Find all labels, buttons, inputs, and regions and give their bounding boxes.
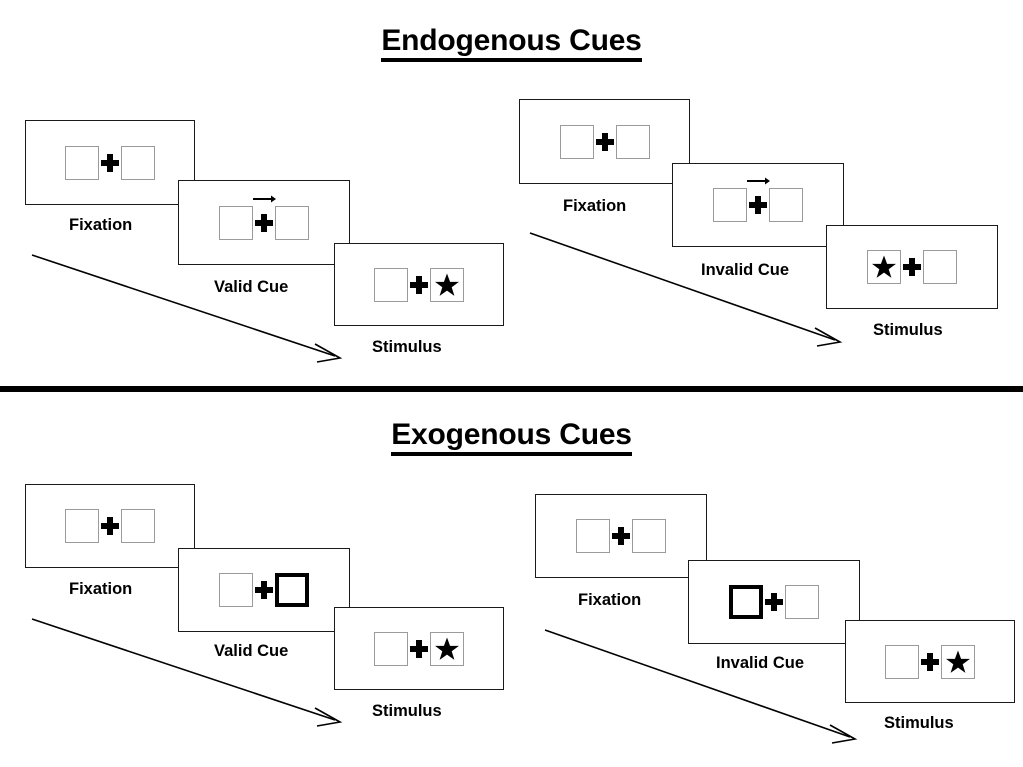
frame-exogenous-valid-fixation [25,484,195,568]
frame-content [729,585,819,619]
fixation-cross-icon [763,585,785,619]
left-box [713,188,747,222]
frame-content [559,124,650,159]
label-exogenous-invalid-cue: Invalid Cue [716,654,805,672]
left-box [559,124,594,159]
label-endogenous-valid-stimulus: Stimulus [372,338,442,356]
left-box [867,250,901,284]
right-box [632,519,666,553]
left-box [576,519,610,553]
frame-exogenous-invalid-stimulus [845,620,1015,703]
frame-endogenous-valid-cue [178,180,350,265]
left-box [219,573,253,607]
frame-content [374,267,464,302]
label-endogenous-invalid-stimulus: Stimulus [873,321,943,339]
fixation-cross-icon [919,645,941,679]
frame-content [219,195,309,240]
label-exogenous-valid-cue: Valid Cue [214,642,289,660]
right-box [615,124,650,159]
right-box [923,250,957,284]
label-endogenous-invalid-fixation: Fixation [563,197,627,215]
section-title-endogenous: Endogenous Cues [0,24,1023,62]
star-icon [435,637,459,660]
left-box [374,631,408,666]
frame-exogenous-valid-stimulus [334,607,504,690]
right-box [121,509,155,543]
right-box [430,631,464,666]
fixation-cross-icon [408,632,430,666]
right-box [430,267,464,302]
frame-content [867,250,957,284]
frame-endogenous-invalid-stimulus [826,225,998,309]
left-box [885,644,919,679]
frame-endogenous-valid-fixation [25,120,195,205]
fixation-cross-icon [610,519,632,553]
frame-endogenous-invalid-fixation [519,99,690,184]
endogenous-valid-timeline-arrow [31,254,343,363]
section-title-endogenous-text: Endogenous Cues [381,24,642,62]
frame-exogenous-valid-cue [178,548,350,632]
fixation-cross-icon [747,177,770,222]
frame-content [576,519,666,553]
fixation-cross-icon [408,268,430,302]
fixation-cross-icon [99,146,121,180]
label-endogenous-valid-fixation: Fixation [69,216,133,234]
arrow-right-icon [253,195,276,202]
arrow-right-icon [747,177,770,185]
frame-exogenous-invalid-cue [688,560,860,644]
star-icon [435,273,459,296]
left-box-cued [729,585,763,619]
label-exogenous-invalid-fixation: Fixation [578,591,642,609]
right-box [275,205,309,240]
left-box [374,267,408,302]
section-title-exogenous: Exogenous Cues [0,418,1023,456]
star-icon [946,650,970,673]
frame-content [219,573,309,607]
fixation-cross-icon [253,195,276,240]
label-endogenous-invalid-cue: Invalid Cue [701,261,790,279]
frame-content [374,631,464,666]
star-icon [872,255,896,278]
section-title-exogenous-text: Exogenous Cues [391,418,632,456]
frame-exogenous-invalid-fixation [535,494,707,578]
fixation-cross-icon [901,250,923,284]
frame-content [65,509,155,543]
fixation-cross-icon [594,125,616,159]
frame-endogenous-invalid-cue [672,163,844,247]
right-box [941,644,975,679]
frame-content [885,644,975,679]
right-box [121,145,155,180]
label-endogenous-valid-cue: Valid Cue [214,278,289,296]
right-box [785,585,819,619]
left-box [65,145,99,180]
section-divider [0,386,1023,392]
frame-content [65,145,155,180]
label-exogenous-valid-stimulus: Stimulus [372,702,442,720]
right-box [769,188,803,222]
fixation-cross-icon [253,573,275,607]
right-box-cued [275,573,309,607]
frame-content [713,177,803,222]
fixation-cross-icon [99,509,121,543]
frame-endogenous-valid-stimulus [334,243,504,326]
label-exogenous-valid-fixation: Fixation [69,580,133,598]
label-exogenous-invalid-stimulus: Stimulus [884,714,954,732]
left-box [65,509,99,543]
left-box [219,205,253,240]
